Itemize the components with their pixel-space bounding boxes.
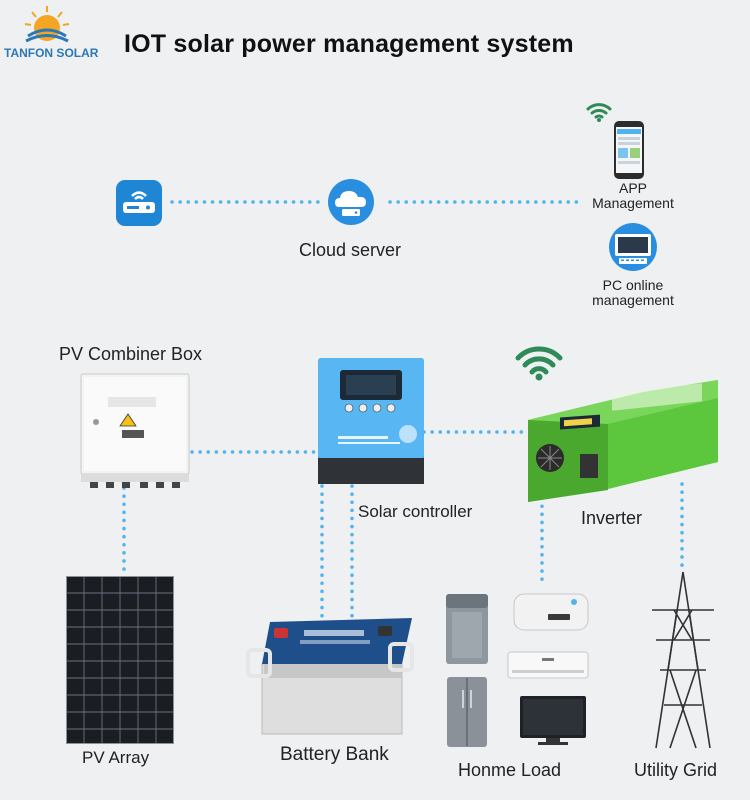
app-label-line1: APP: [618, 180, 647, 196]
television-icon: [518, 694, 588, 746]
solar-controller-image: [316, 356, 426, 486]
inverter-image: [524, 370, 720, 512]
app-management-label: APP Management: [583, 181, 683, 211]
app-label-line2: Management: [592, 195, 674, 211]
inverter-wifi-icon: [512, 336, 566, 382]
washing-machine-icon: [444, 592, 490, 666]
inverter-label: Inverter: [581, 508, 643, 528]
brand-logo: [22, 4, 72, 44]
wifi-icon: [584, 97, 614, 123]
smartphone-icon: [612, 120, 646, 180]
pc-monitor-icon: [602, 222, 664, 272]
battery-bank-label: Battery Bank: [280, 744, 389, 765]
pc-management-label: PC online management: [583, 278, 683, 308]
page-title: IOT solar power management system: [124, 30, 574, 58]
water-heater-icon: [512, 592, 590, 632]
utility-tower-icon: [650, 570, 716, 750]
battery-bank-image: [244, 616, 416, 736]
pc-label-line1: PC online: [602, 277, 664, 293]
brand-name: TANFON SOLAR: [4, 46, 99, 60]
cloud-server-icon: [325, 178, 377, 226]
air-conditioner-icon: [506, 650, 590, 680]
pv-array-image: [65, 575, 175, 745]
home-load-label: Honme Load: [458, 760, 562, 780]
utility-grid-label: Utility Grid: [634, 760, 718, 780]
router-icon: [116, 180, 162, 226]
combiner-box-image: [78, 372, 194, 490]
pv-array-label: PV Array: [82, 748, 150, 767]
solar-controller-label: Solar controller: [358, 502, 473, 521]
combiner-box-label: PV Combiner Box: [59, 344, 203, 364]
refrigerator-icon: [446, 676, 488, 748]
pc-label-line2: management: [592, 292, 674, 308]
cloud-server-label: Cloud server: [299, 240, 402, 260]
